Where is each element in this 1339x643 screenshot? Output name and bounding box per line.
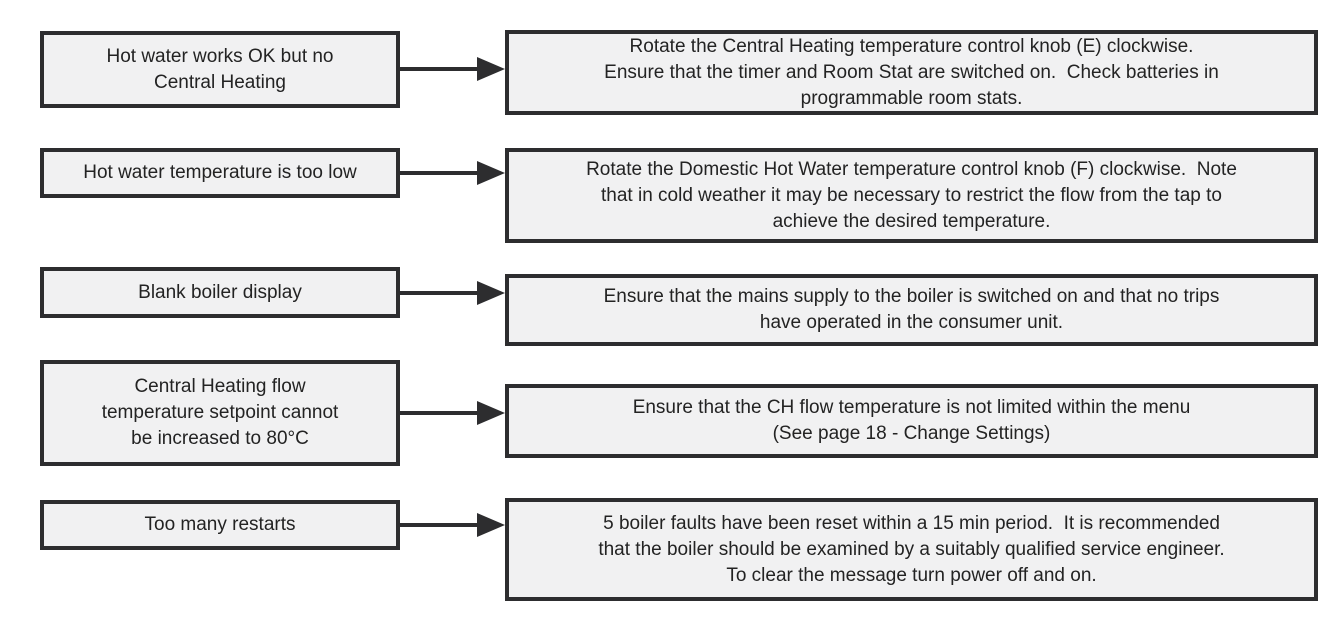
right-arrow-icon [400,401,505,425]
problem-box-3: Blank boiler display [40,267,400,318]
right-arrow-icon [400,281,505,305]
solution-box-5: 5 boiler faults have been reset within a… [505,498,1318,601]
solution-box-1: Rotate the Central Heating temperature c… [505,30,1318,115]
arrow-head [477,161,505,185]
problem-box-2: Hot water temperature is too low [40,148,400,198]
arrow-shaft [400,523,481,527]
arrow-shaft [400,411,481,415]
problem-box-4: Central Heating flow temperature setpoin… [40,360,400,466]
problem-box-1: Hot water works OK but no Central Heatin… [40,31,400,108]
arrow-head [477,281,505,305]
arrow-head [477,57,505,81]
arrow-shaft [400,67,481,71]
arrow-shaft [400,171,481,175]
right-arrow-icon [400,513,505,537]
right-arrow-icon [400,161,505,185]
solution-box-2: Rotate the Domestic Hot Water temperatur… [505,148,1318,243]
arrow-shaft [400,291,481,295]
arrow-head [477,513,505,537]
solution-box-3: Ensure that the mains supply to the boil… [505,274,1318,346]
arrow-head [477,401,505,425]
problem-box-5: Too many restarts [40,500,400,550]
right-arrow-icon [400,57,505,81]
solution-box-4: Ensure that the CH flow temperature is n… [505,384,1318,458]
